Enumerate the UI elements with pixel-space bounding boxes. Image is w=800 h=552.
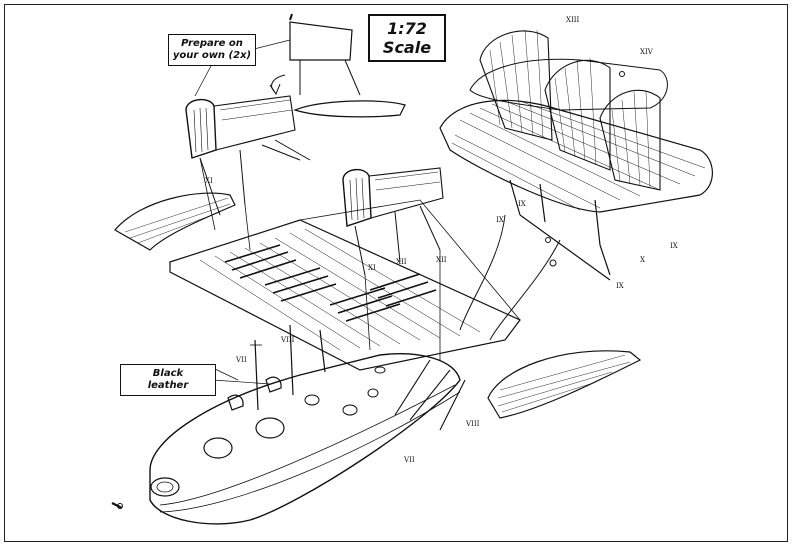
part-label: IX: [670, 242, 678, 250]
engine-nacelle-right: [342, 167, 444, 360]
flying-boat-hull: [111, 324, 466, 525]
part-label: IX: [616, 282, 624, 290]
engine-nacelle-left: [185, 95, 311, 251]
part-label: VIII: [280, 336, 295, 344]
prepare-callout: Prepare on your own (2x): [168, 34, 256, 66]
left-wing-tip: [114, 192, 236, 251]
tail-assembly: [439, 29, 713, 341]
scale-word: Scale: [382, 38, 432, 57]
leather-callout: Black leather: [120, 364, 216, 396]
part-label: XIII: [566, 16, 580, 24]
windscreen-detail: [269, 13, 406, 118]
part-label: VIII: [465, 420, 480, 428]
diagram-frame: [4, 4, 788, 542]
part-label: X: [640, 256, 645, 264]
part-label: VII: [403, 456, 415, 464]
prepare-line-2: your own (2x): [172, 50, 252, 61]
main-wing: [169, 199, 521, 371]
scale-callout: 1:72 Scale: [368, 14, 446, 62]
leather-line-1: Black: [152, 368, 184, 379]
right-wing-tip: [487, 350, 642, 419]
part-label: IX: [518, 200, 526, 208]
part-label: IX: [496, 216, 504, 224]
part-label: XIV: [640, 48, 654, 56]
part-number-labels: XIII XIV XII XI XII XI IX IX X IX IX VII…: [205, 16, 678, 464]
leader-lines: [194, 39, 291, 385]
part-label: XI: [205, 177, 213, 185]
prepare-line-1: Prepare on: [181, 38, 243, 49]
leather-line-2: leather: [147, 380, 189, 391]
part-label: XII: [436, 256, 447, 264]
part-label: XI: [368, 264, 376, 272]
part-label: XII: [396, 258, 407, 266]
scale-ratio: 1:72: [387, 19, 427, 38]
part-label: VII: [235, 356, 247, 364]
